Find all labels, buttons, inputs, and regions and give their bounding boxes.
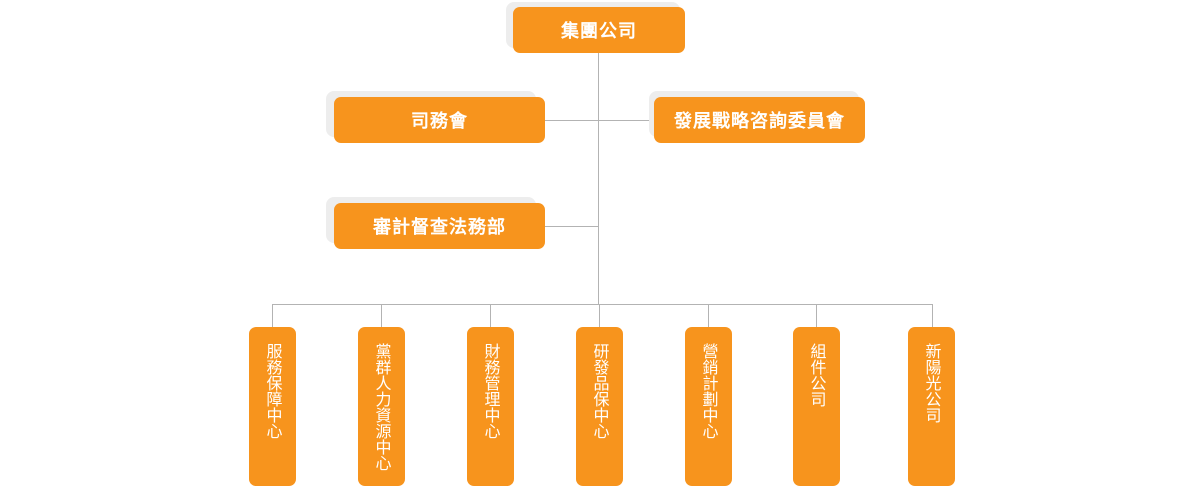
connector-left-audit	[544, 226, 598, 227]
department-label: 新陽光公司	[922, 343, 942, 423]
audit-node-label: 審計督查法務部	[373, 217, 506, 238]
connector-right-committee	[599, 120, 654, 121]
department-node: 財務管理中心	[467, 327, 514, 486]
drop-line	[272, 304, 273, 328]
department-label: 營銷計劃中心	[699, 343, 719, 439]
department-label: 研發品保中心	[590, 343, 610, 439]
trunk-line	[598, 53, 599, 305]
drop-line	[932, 304, 933, 328]
root-node-label: 集團公司	[561, 21, 637, 42]
drop-line	[816, 304, 817, 328]
drop-line	[708, 304, 709, 328]
department-node: 組件公司	[793, 327, 840, 486]
department-node: 服務保障中心	[249, 327, 296, 486]
department-label: 財務管理中心	[481, 343, 501, 439]
drop-line	[490, 304, 491, 328]
siwuhui-node-label: 司務會	[411, 111, 468, 132]
department-node: 營銷計劃中心	[685, 327, 732, 486]
committee-node: 發展戰略咨詢委員會	[654, 97, 865, 143]
department-bus-line	[272, 304, 933, 305]
siwuhui-node: 司務會	[334, 97, 545, 143]
audit-node: 審計督查法務部	[334, 203, 545, 249]
drop-line	[599, 304, 600, 328]
department-label: 服務保障中心	[263, 343, 283, 439]
department-node: 新陽光公司	[908, 327, 955, 486]
connector-left-siwuhui	[544, 120, 598, 121]
drop-line	[381, 304, 382, 328]
department-label: 組件公司	[807, 343, 827, 407]
committee-node-label: 發展戰略咨詢委員會	[674, 111, 845, 132]
department-node: 黨群人力資源中心	[358, 327, 405, 486]
department-node: 研發品保中心	[576, 327, 623, 486]
root-node: 集團公司	[513, 7, 685, 53]
department-label: 黨群人力資源中心	[372, 343, 392, 471]
